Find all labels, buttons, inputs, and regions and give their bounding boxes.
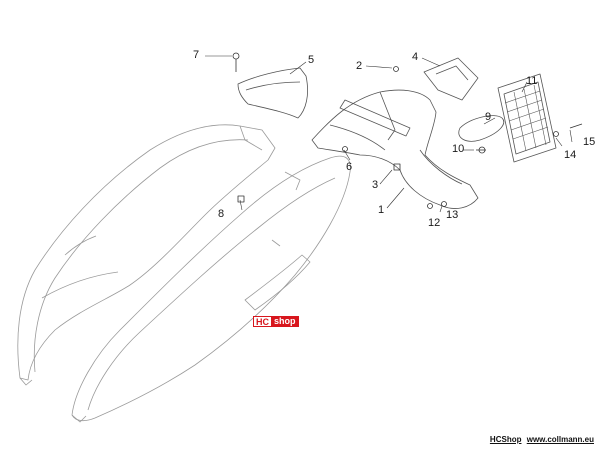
logo-shop-text: shop (271, 316, 299, 327)
callout-1: 1 (378, 204, 385, 216)
hcshop-logo: HC shop (253, 316, 299, 327)
callout-4: 4 (412, 51, 419, 63)
bracket-4 (423, 57, 479, 101)
callout-15: 15 (583, 136, 596, 148)
rear-mudguard (311, 89, 479, 209)
left-side-panel (17, 124, 276, 386)
callout-14: 14 (564, 149, 577, 161)
callout-5: 5 (308, 54, 315, 66)
callout-9: 9 (485, 111, 492, 123)
reflector-9 (458, 115, 505, 142)
callout-3: 3 (372, 179, 379, 191)
callout-7: 7 (193, 49, 200, 61)
logo-hc-text: HC (253, 316, 271, 327)
callout-6: 6 (346, 161, 353, 173)
footer-brand: HCShop (489, 435, 522, 444)
callout-12: 12 (428, 217, 441, 229)
callout-8: 8 (218, 208, 225, 220)
right-side-panel (71, 155, 351, 423)
license-plate-11 (497, 73, 557, 163)
callout-2: 2 (356, 60, 363, 72)
callout-11: 11 (526, 75, 538, 87)
footer-url-link[interactable]: www.collmann.eu (526, 435, 594, 444)
callout-10: 10 (452, 143, 465, 155)
callout-13: 13 (446, 209, 459, 221)
top-cover (237, 67, 308, 119)
footer-credit: HCShop www.collmann.eu (490, 435, 594, 444)
